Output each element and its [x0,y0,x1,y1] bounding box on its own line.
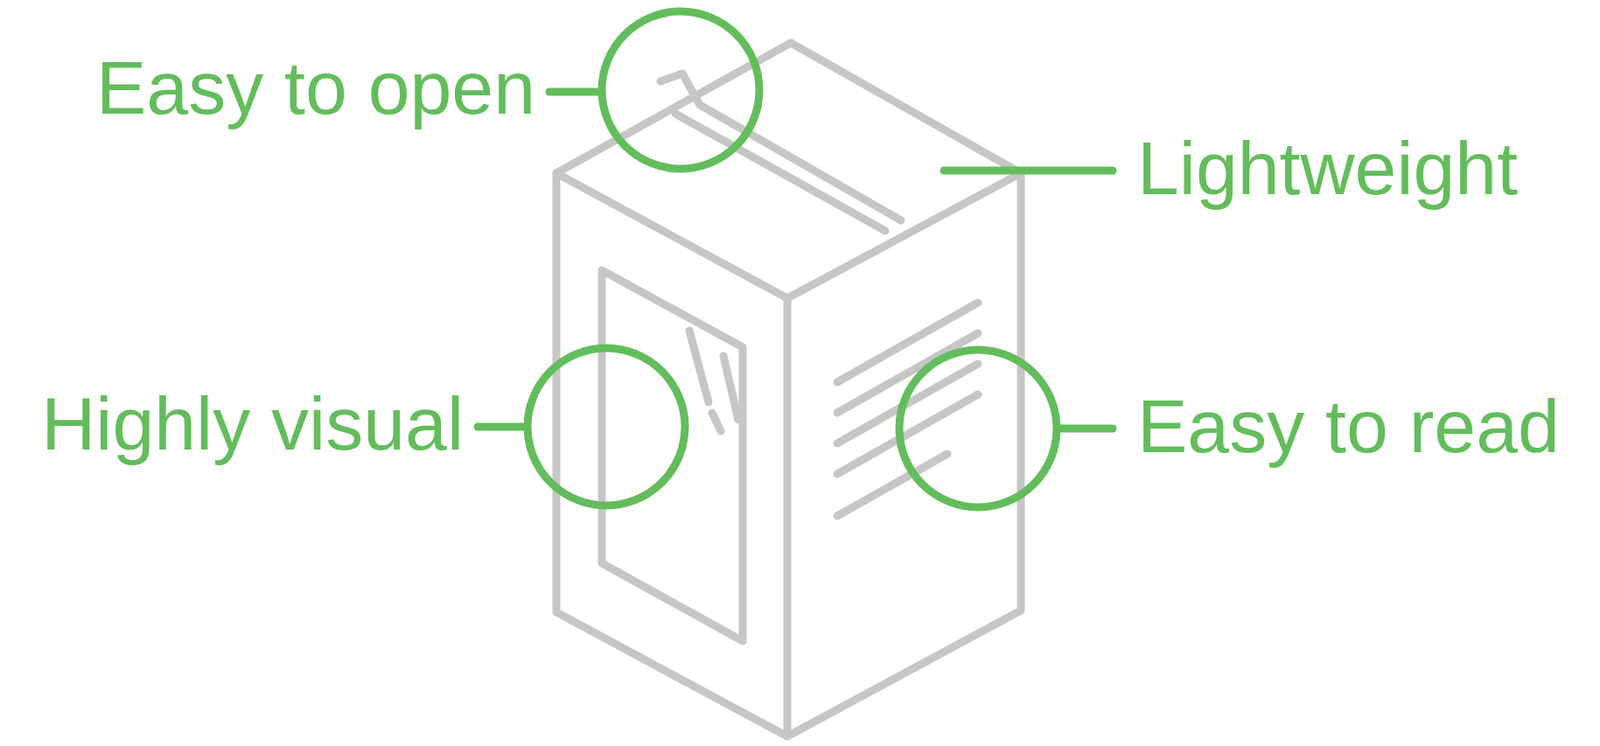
leader-line [1058,425,1113,434]
carton-opening-strap [660,73,902,221]
carton-image-mark [712,412,721,432]
carton-front-edge [783,298,792,737]
callout-label: Easy to open [96,49,536,126]
leader-line [477,423,527,432]
callout-circle [899,349,1057,508]
callout-circle [601,11,760,169]
callout-label: Easy to read [1137,388,1560,464]
carton-image-mark [689,330,709,403]
leader-line [943,167,1113,175]
carton-image-mark [723,356,739,420]
callouts [477,11,1113,508]
callout-label: Highly visual [41,385,464,462]
callout-label: Lightweight [1137,130,1518,206]
carton-opening-strap [675,113,886,231]
leader-line [549,88,601,97]
carton-text-line [837,454,948,517]
callout-circle [527,348,685,506]
carton-image-window [601,270,743,642]
